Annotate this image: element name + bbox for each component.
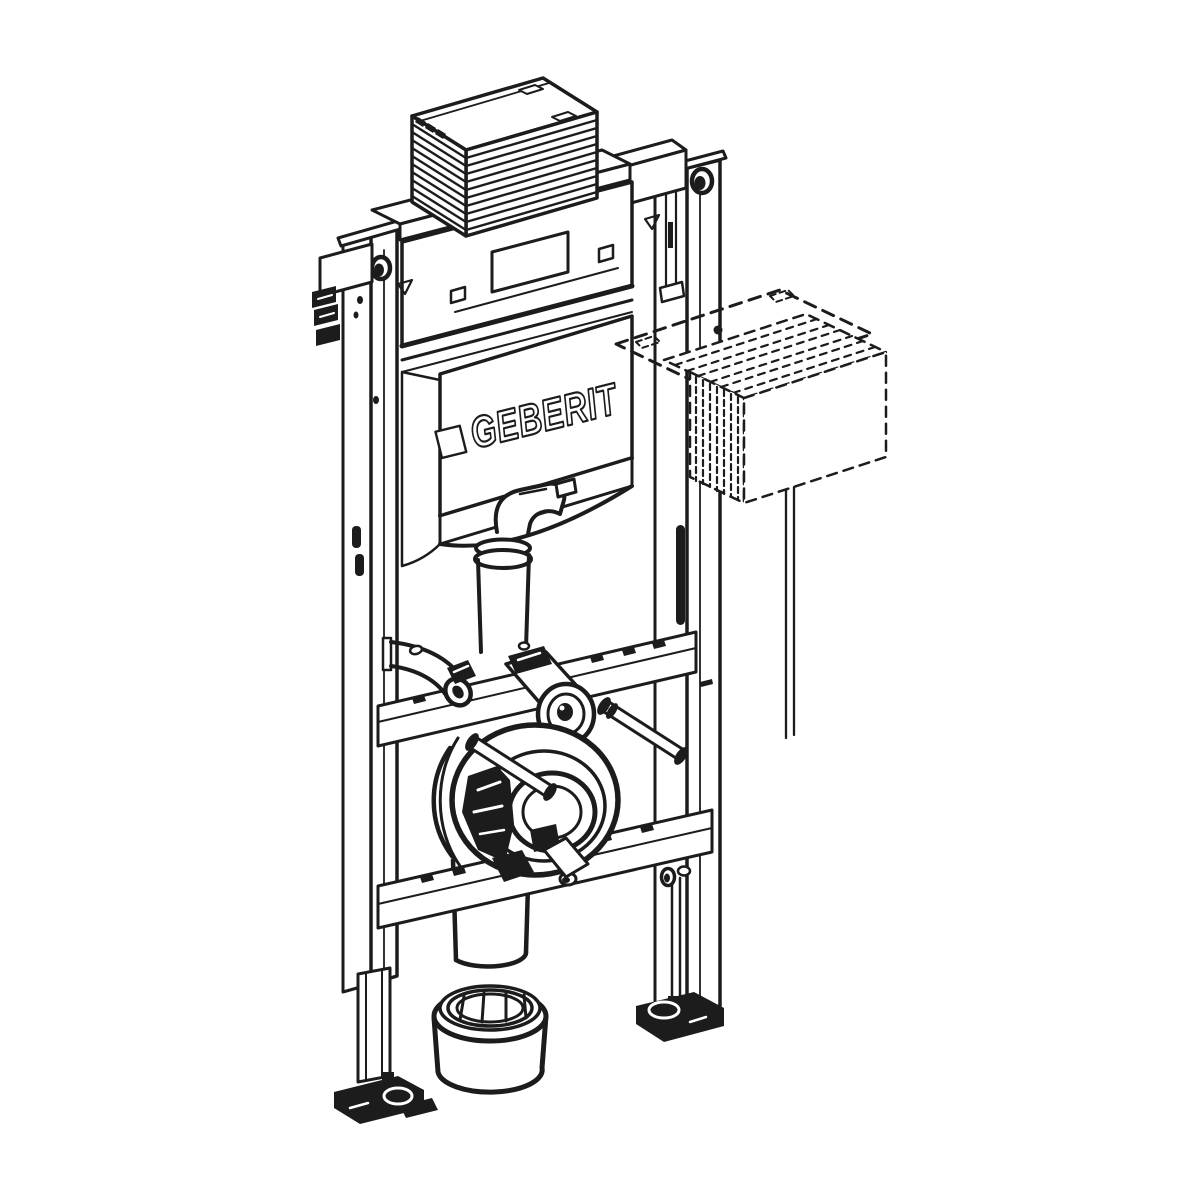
level-mark — [643, 213, 661, 231]
frame-left-rail — [312, 218, 438, 1124]
drain-socket — [431, 984, 549, 1095]
panel-square-hole — [597, 243, 615, 264]
access-window — [490, 230, 570, 294]
pipe-clip — [316, 324, 340, 346]
logo-square — [434, 424, 468, 460]
wc-mounting-rods — [465, 697, 688, 801]
corrugated-protection-box — [410, 76, 599, 238]
water-supply-elbow — [381, 636, 476, 708]
level-mark — [396, 278, 414, 296]
panel-square-hole — [449, 285, 467, 305]
cover-side-hatch — [694, 375, 740, 502]
dashed-protection-cover — [662, 312, 888, 740]
cover-top-hatch — [673, 317, 877, 395]
dashed-mounting-plate — [614, 288, 874, 390]
rail-slot — [676, 525, 685, 625]
right-foot-plate — [636, 992, 724, 1042]
flush-pipe-assembly — [473, 477, 578, 654]
wall-bracket-left — [318, 242, 374, 298]
corrugation-stripes — [410, 118, 599, 232]
drain-bend — [431, 722, 621, 882]
bend-clamp — [462, 766, 514, 862]
